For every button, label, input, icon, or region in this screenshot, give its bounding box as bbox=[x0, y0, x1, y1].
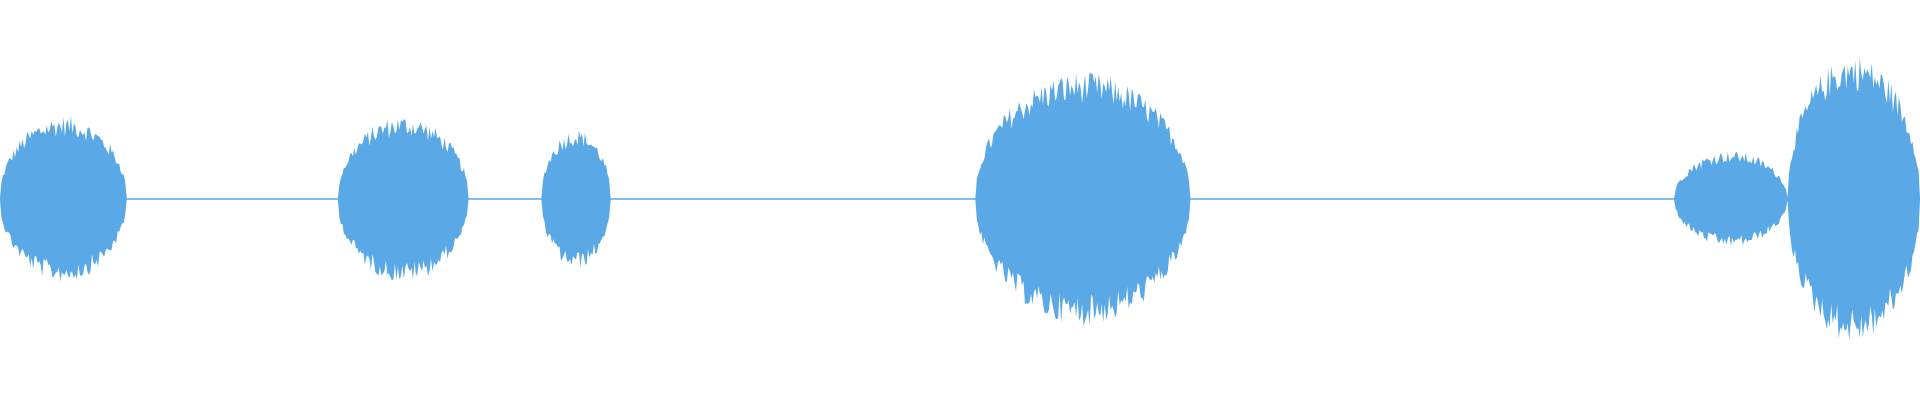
waveform-burst-4 bbox=[975, 72, 1191, 327]
waveform-burst-5 bbox=[1674, 151, 1788, 247]
waveform-burst-1 bbox=[0, 116, 127, 282]
waveform-burst-3 bbox=[541, 130, 611, 268]
waveform-burst-2 bbox=[337, 119, 469, 281]
waveform-bursts bbox=[0, 57, 1920, 341]
waveform-burst-6 bbox=[1787, 57, 1920, 341]
